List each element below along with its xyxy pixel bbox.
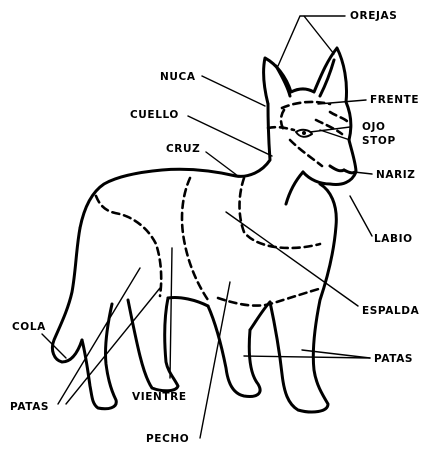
nose-outline: [344, 170, 355, 173]
leader-orejas-right: [304, 16, 334, 54]
chest-front-leg-far: [270, 184, 336, 412]
dash-muzzle-top: [330, 112, 348, 122]
leader-frente: [318, 100, 366, 104]
leader-patas-left-1: [58, 268, 140, 404]
dash-brow: [268, 127, 294, 130]
label-frente: FRENTE: [370, 94, 419, 106]
tail-outline: [52, 228, 82, 362]
label-cola: COLA: [12, 321, 46, 333]
leader-lines: [42, 16, 372, 438]
label-nariz: NARIZ: [376, 169, 416, 181]
leader-cuello: [188, 116, 272, 156]
mouth-outline: [330, 166, 344, 171]
dash-shoulder: [182, 178, 208, 300]
leader-orejas-left: [278, 16, 345, 66]
belly-outline: [168, 297, 208, 306]
dash-forehead-side: [281, 110, 284, 130]
dash-neck-base: [240, 178, 321, 248]
leader-espalda: [226, 212, 358, 306]
label-espalda: ESPALDA: [362, 305, 420, 317]
leader-nuca: [202, 76, 265, 106]
dash-muzzle-lower: [290, 140, 322, 166]
label-orejas: OREJAS: [350, 10, 397, 22]
label-ojo: OJO: [362, 121, 386, 133]
leader-labio: [350, 196, 372, 236]
leader-vientre: [170, 248, 172, 378]
dash-hip: [96, 196, 161, 296]
label-patas-left: PATAS: [10, 401, 49, 413]
leader-stop: [320, 130, 350, 140]
eye-pupil: [302, 131, 306, 135]
dash-chest-lower: [218, 288, 322, 306]
label-labio: LABIO: [374, 233, 413, 245]
front-leg-near: [208, 306, 260, 397]
labels: OREJAS NUCA FRENTE CUELLO OJO STOP CRUZ …: [10, 10, 420, 445]
throat-outline: [286, 172, 303, 204]
label-vientre: VIENTRE: [132, 391, 187, 403]
label-nuca: NUCA: [160, 71, 196, 83]
label-patas-right: PATAS: [374, 353, 413, 365]
label-cuello: CUELLO: [130, 109, 179, 121]
label-cruz: CRUZ: [166, 143, 200, 155]
dash-forehead: [282, 102, 330, 108]
label-pecho: PECHO: [146, 433, 189, 445]
label-stop: STOP: [362, 135, 396, 147]
dash-stop: [316, 120, 342, 134]
